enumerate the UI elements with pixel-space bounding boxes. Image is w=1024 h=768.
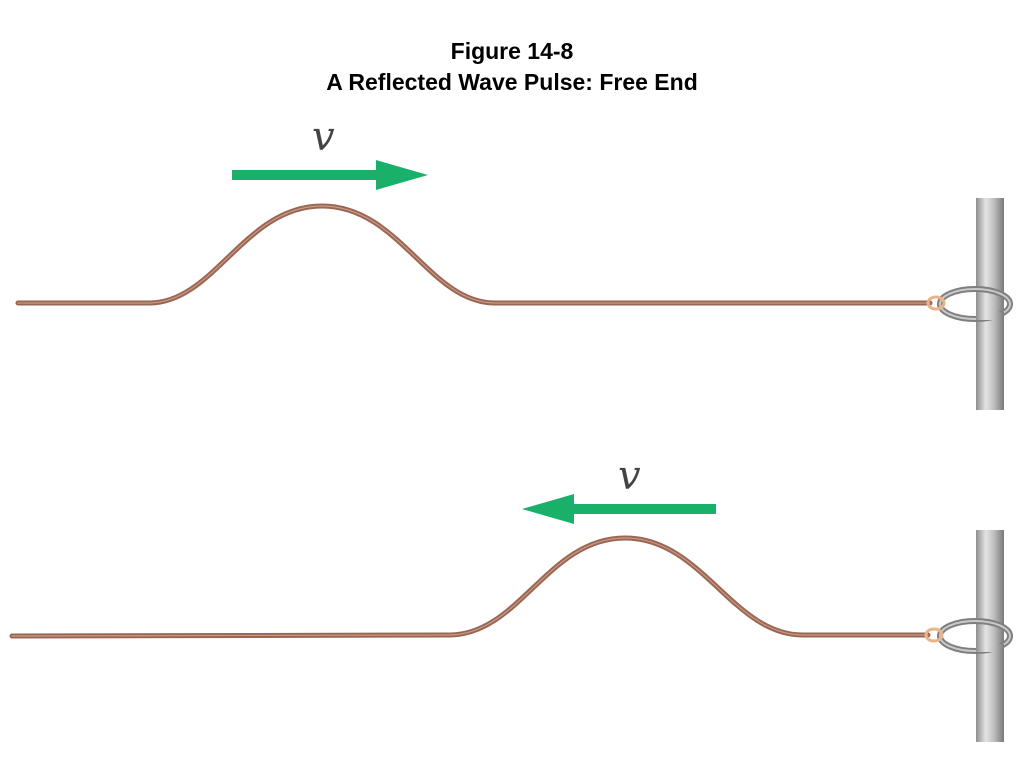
ring-icon <box>937 618 1013 654</box>
figure-title: A Reflected Wave Pulse: Free End <box>326 69 698 95</box>
pole-icon <box>976 198 1004 410</box>
velocity-label-bottom: v <box>618 453 641 499</box>
velocity-label-top: v <box>312 114 335 160</box>
rope-bottom <box>9 535 931 639</box>
rope-top <box>15 203 933 306</box>
incident-panel: v <box>15 114 1013 410</box>
reflected-panel: v <box>9 453 1013 742</box>
arrow-icon <box>232 160 428 190</box>
ring-icon <box>937 286 1013 322</box>
knot-icon <box>924 627 944 643</box>
figure-caption: Figure 14-8 A Reflected Wave Pulse: Free… <box>0 36 1024 98</box>
arrow-icon <box>522 494 716 524</box>
figure-number: Figure 14-8 <box>450 38 574 64</box>
pole-icon <box>976 530 1004 742</box>
knot-icon <box>926 295 946 311</box>
